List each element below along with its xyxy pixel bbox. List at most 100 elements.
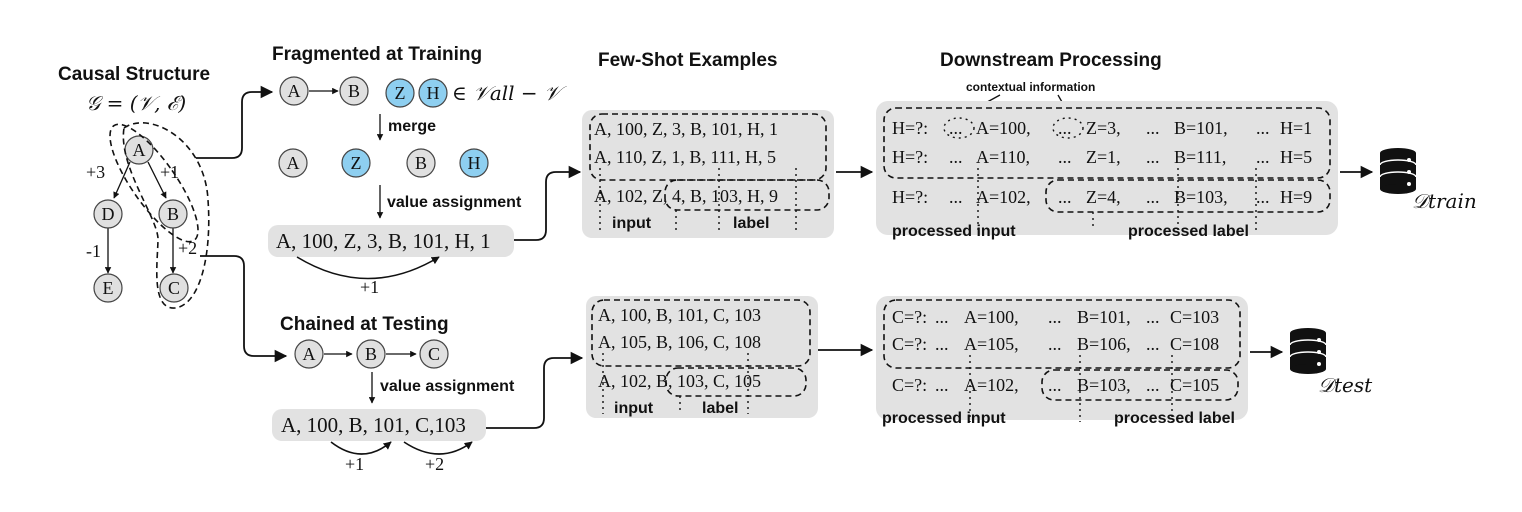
svg-text:C: C	[428, 344, 440, 364]
svg-text:...: ...	[1048, 334, 1062, 354]
dataset-test-label: 𝒟test	[1318, 373, 1373, 397]
svg-text:D: D	[102, 204, 115, 224]
svg-text:...: ...	[1256, 187, 1270, 207]
arrow-to-fewshot-train	[514, 165, 582, 241]
svg-text:...: ...	[949, 187, 963, 207]
svg-text:...: ...	[1146, 118, 1160, 138]
svg-text:B: B	[365, 344, 377, 364]
train-plus-arc	[296, 256, 440, 280]
svg-text:A=110,: A=110,	[976, 147, 1030, 167]
fewshot-test-box	[586, 296, 818, 418]
svg-text:C=103: C=103	[1170, 307, 1219, 327]
database-icon	[1289, 328, 1327, 374]
test-plus-label-1: +1	[345, 454, 364, 474]
svg-text:H: H	[468, 153, 481, 173]
svg-text:Z: Z	[351, 153, 362, 173]
downstream-train-group	[883, 107, 1331, 179]
fewshot-train-row-3: A, 102, Z, 4, B, 103, H, 9	[594, 186, 778, 206]
causal-node-c: C	[159, 273, 189, 303]
graph-formula: 𝒢 = (𝒱, ℰ)	[86, 91, 186, 115]
fewshot-test-group	[591, 299, 811, 367]
svg-text:H=5: H=5	[1280, 147, 1312, 167]
svg-text:B=101,: B=101,	[1174, 118, 1228, 138]
svg-text:...: ...	[1146, 375, 1160, 395]
test-node-b: B	[356, 339, 386, 369]
merged-node-b: B	[406, 148, 436, 178]
value-assignment-label-test: value assignment	[380, 378, 515, 395]
test-plus-arc-1	[330, 441, 392, 455]
weight-b-c: +2	[178, 238, 197, 258]
downstream-test-row-2: C=?: ... A=105, ... B=106, ... C=108	[892, 334, 1219, 354]
downstream-train-box	[876, 101, 1338, 235]
context-label: contextual information	[966, 80, 1095, 94]
fewshot-train-box	[582, 110, 834, 238]
svg-text:B: B	[415, 153, 427, 173]
fewshot-test-label-label: label	[702, 400, 738, 417]
assigned-box-train	[268, 225, 514, 257]
svg-text:B: B	[167, 204, 179, 224]
svg-text:B=103,: B=103,	[1077, 375, 1131, 395]
causal-node-e: E	[93, 273, 123, 303]
svg-text:C=?:: C=?:	[892, 307, 927, 327]
causal-node-b: B	[158, 199, 188, 229]
svg-text:A=100,: A=100,	[976, 118, 1031, 138]
downstream-test-box	[876, 296, 1248, 420]
svg-text:H=?:: H=?:	[892, 187, 928, 207]
weight-a-d: +3	[86, 162, 105, 182]
train-node-a: A	[279, 76, 309, 106]
causal-node-a: A	[124, 135, 154, 165]
fewshot-train-row-1: A, 100, Z, 3, B, 101, H, 1	[594, 119, 778, 139]
downstream-test-label-label: processed label	[1114, 410, 1235, 427]
svg-text:Z=4,: Z=4,	[1086, 187, 1121, 207]
svg-text:...: ...	[949, 118, 963, 138]
downstream-train-input-label: processed input	[892, 223, 1016, 240]
dataset-train-label: 𝒟train	[1412, 189, 1477, 213]
merged-node-h: H	[459, 148, 489, 178]
downstream-test-input-label: processed input	[882, 410, 1006, 427]
fewshot-title: Few-Shot Examples	[598, 50, 778, 71]
test-plus-arc-2	[403, 441, 473, 455]
svg-text:Z=3,: Z=3,	[1086, 118, 1121, 138]
svg-text:A=102,: A=102,	[964, 375, 1019, 395]
downstream-test-label-group	[1041, 369, 1239, 401]
svg-text:C: C	[168, 278, 180, 298]
value-assignment-label-train: value assignment	[387, 194, 522, 211]
svg-text:C=?:: C=?:	[892, 334, 927, 354]
svg-text:...: ...	[1256, 118, 1270, 138]
causal-node-d: D	[93, 199, 123, 229]
set-expression: ∈ 𝒱all − 𝒱	[452, 81, 567, 105]
downstream-train-row-3: H=?: ... A=102, ... Z=4, ... B=103, ... …	[892, 187, 1312, 207]
svg-text:...: ...	[1048, 307, 1062, 327]
train-node-b: B	[339, 76, 369, 106]
fragmented-title: Fragmented at Training	[272, 44, 482, 65]
svg-text:C=105: C=105	[1170, 375, 1219, 395]
svg-text:...: ...	[949, 147, 963, 167]
context-ellipse-1	[943, 117, 975, 139]
edge-a-b	[147, 161, 167, 199]
svg-text:C=108: C=108	[1170, 334, 1219, 354]
downstream-train-label-group	[1045, 179, 1331, 213]
merged-node-a: A	[278, 148, 308, 178]
causal-structure-title: Causal Structure	[58, 64, 210, 85]
svg-text:B=101,: B=101,	[1077, 307, 1131, 327]
chained-title: Chained at Testing	[280, 314, 449, 335]
svg-text:E: E	[103, 278, 114, 298]
svg-text:H=1: H=1	[1280, 118, 1312, 138]
weight-d-e: -1	[86, 241, 101, 261]
arrow-to-fewshot-test	[486, 351, 584, 429]
downstream-train-row-2: H=?: ... A=110, ... Z=1, ... B=111, ... …	[892, 147, 1312, 167]
svg-text:B: B	[348, 81, 360, 101]
downstream-test-group	[883, 299, 1241, 369]
context-ellipse-2	[1052, 117, 1084, 139]
database-icon	[1379, 148, 1417, 194]
assigned-box-test	[272, 409, 486, 441]
test-node-a: A	[294, 339, 324, 369]
svg-text:A: A	[303, 344, 316, 364]
svg-text:...: ...	[935, 334, 949, 354]
fewshot-train-label-label: label	[733, 215, 769, 232]
svg-text:H=9: H=9	[1280, 187, 1312, 207]
train-node-h: H	[418, 78, 448, 108]
svg-text:B=111,: B=111,	[1174, 147, 1226, 167]
svg-text:...: ...	[1146, 187, 1160, 207]
